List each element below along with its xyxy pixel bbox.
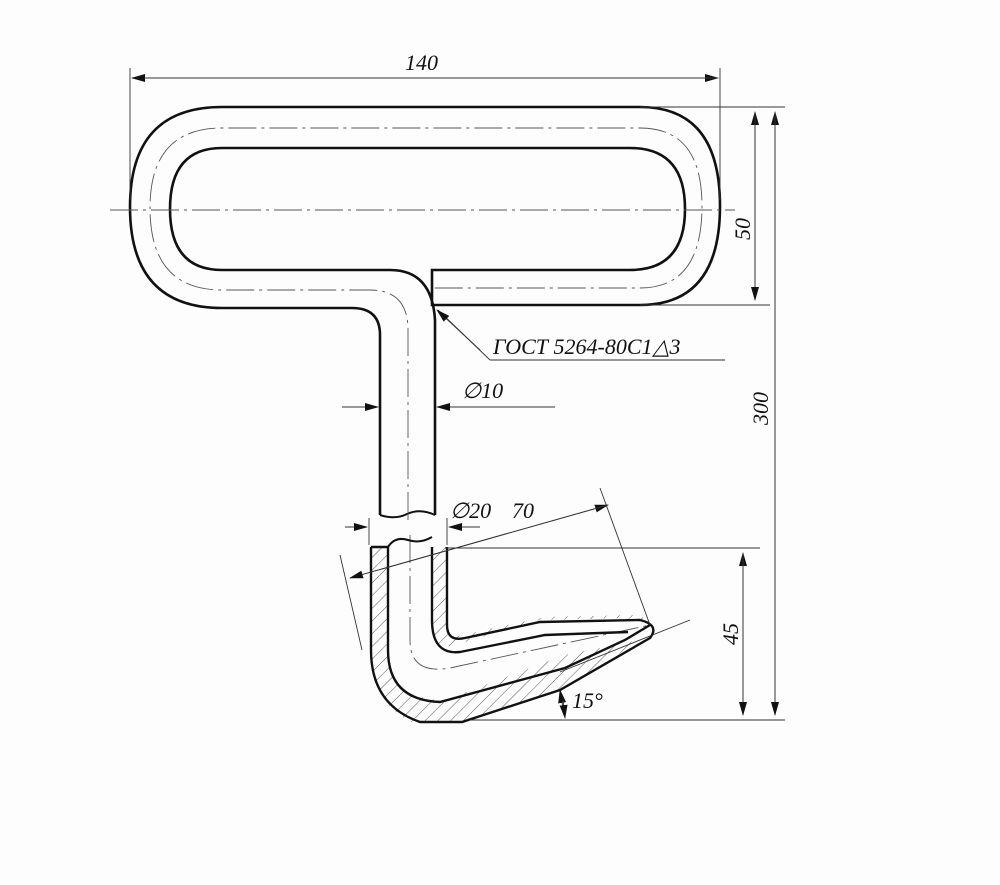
dim-overall-width: 140 <box>405 50 438 75</box>
dim-rod-diameter: ∅10 <box>462 378 503 403</box>
center-lines <box>110 127 735 670</box>
dim-overall-height: 300 <box>748 392 773 426</box>
weld-note: ГОСТ 5264-80С1△3 <box>492 334 680 359</box>
hook-section <box>369 536 655 724</box>
dim-sleeve-diameter: ∅20 <box>450 498 491 523</box>
dim-hook-height: 45 <box>718 623 743 645</box>
dimension-lines <box>129 68 785 721</box>
handle-loop <box>128 105 722 515</box>
rod-break <box>379 510 436 519</box>
dim-hook-angle: 15° <box>572 688 603 713</box>
dim-hook-length: 70 <box>512 498 534 523</box>
dim-loop-height: 50 <box>730 218 755 240</box>
